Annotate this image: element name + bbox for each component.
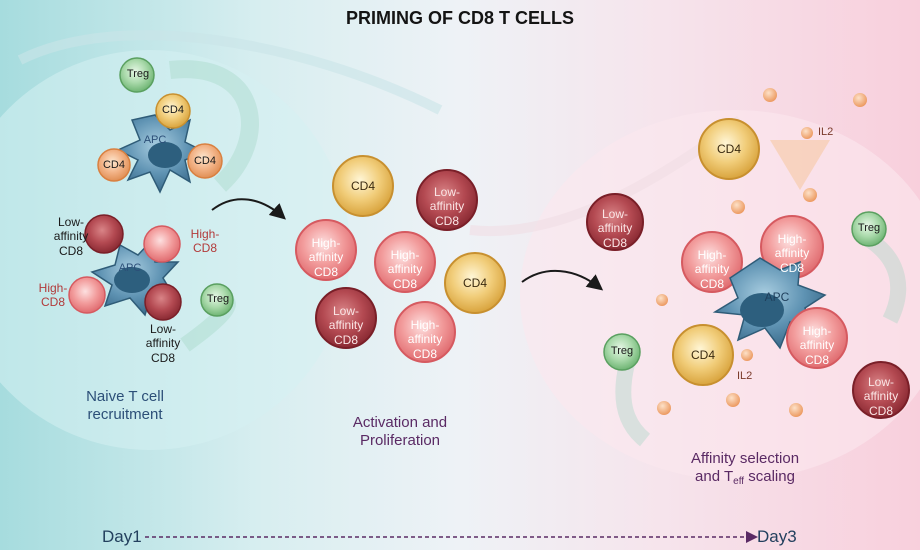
high-affinity-cd8-annotation: High- CD8 xyxy=(38,281,68,310)
cd4-label: CD4 xyxy=(716,142,741,156)
high-affinity-cd8-cell xyxy=(68,276,106,314)
apc-label: APC xyxy=(118,262,142,274)
stage1-caption: Naive T cell recruitment xyxy=(86,388,164,423)
high-affinity-cd8-cell xyxy=(681,231,743,293)
low-affinity-cd8-label: Low- affinity CD8 xyxy=(328,304,364,347)
low-affinity-cd8-cell xyxy=(852,361,910,419)
diagram-title: PRIMING OF CD8 T CELLS xyxy=(345,8,574,28)
treg-label: Treg xyxy=(206,293,230,305)
treg-cell xyxy=(119,57,155,93)
low-affinity-cd8-cell xyxy=(416,169,478,231)
transition-arrow-1 xyxy=(211,198,286,220)
treg-label: Treg xyxy=(126,68,150,80)
cd4-label: CD4 xyxy=(161,104,184,116)
high-affinity-cd8-label: High- affinity CD8 xyxy=(387,248,423,291)
stage3-caption: Affinity selection and Teff scaling xyxy=(690,450,800,487)
low-affinity-cd8-label: Low- affinity CD8 xyxy=(429,185,465,228)
timeline-end-label: Day3 xyxy=(757,527,797,546)
low-affinity-cd8-cell xyxy=(586,193,644,251)
low-affinity-cd8-label: Low- affinity CD8 xyxy=(863,375,899,418)
high-affinity-cd8-cell xyxy=(295,219,357,281)
il2-label: IL2 xyxy=(737,370,753,382)
apc-label: APC xyxy=(143,134,167,146)
cd4-label: CD4 xyxy=(102,159,125,171)
high-affinity-cd8-label: High- affinity CD8 xyxy=(308,236,344,279)
cd4-label: CD4 xyxy=(350,179,375,193)
high-affinity-cd8-label: High- affinity CD8 xyxy=(694,248,730,291)
low-affinity-cd8-annotation: Low- affinity CD8 xyxy=(145,322,181,365)
low-affinity-cd8-cell xyxy=(84,214,124,254)
cd4-cell xyxy=(698,118,760,180)
cd4-cell xyxy=(672,324,734,386)
treg-cell xyxy=(200,283,234,317)
cd4-cell xyxy=(332,155,394,217)
high-affinity-cd8-cell xyxy=(786,307,848,369)
treg-label: Treg xyxy=(610,345,634,357)
il2-particles xyxy=(656,88,867,417)
cd4-cell xyxy=(97,148,131,182)
transition-arrow-2 xyxy=(521,270,604,291)
apc-cell xyxy=(116,114,207,194)
cd4-cell xyxy=(155,93,191,129)
cd4-label: CD4 xyxy=(193,155,216,167)
high-affinity-cd8-label: High- affinity CD8 xyxy=(799,324,835,367)
high-affinity-cd8-cell xyxy=(143,225,181,263)
low-affinity-cd8-annotation: Low- affinity CD8 xyxy=(53,215,89,258)
cd4-cell xyxy=(187,143,223,179)
low-affinity-cd8-cell xyxy=(315,287,377,349)
high-affinity-cd8-annotation: High- CD8 xyxy=(190,227,220,256)
treg-cell xyxy=(603,333,641,371)
apc-cell xyxy=(712,257,827,350)
cd4-label: CD4 xyxy=(690,348,715,362)
high-affinity-cd8-cell xyxy=(394,301,456,363)
high-affinity-cd8-label: High- affinity CD8 xyxy=(407,318,443,361)
cd4-label: CD4 xyxy=(462,276,487,290)
treg-cell xyxy=(851,211,887,247)
high-affinity-cd8-cell xyxy=(374,231,436,293)
stage2-caption: Activation and Proliferation xyxy=(352,414,448,449)
cd4-cell xyxy=(444,252,506,314)
high-affinity-cd8-label: High- affinity CD8 xyxy=(774,232,810,275)
treg-label: Treg xyxy=(857,222,881,234)
timeline-start-label: Day1 xyxy=(102,527,142,546)
low-affinity-cd8-cell xyxy=(144,283,182,321)
il2-label: IL2 xyxy=(818,126,834,138)
apc-label: APC xyxy=(764,290,790,304)
low-affinity-cd8-label: Low- affinity CD8 xyxy=(597,207,633,250)
